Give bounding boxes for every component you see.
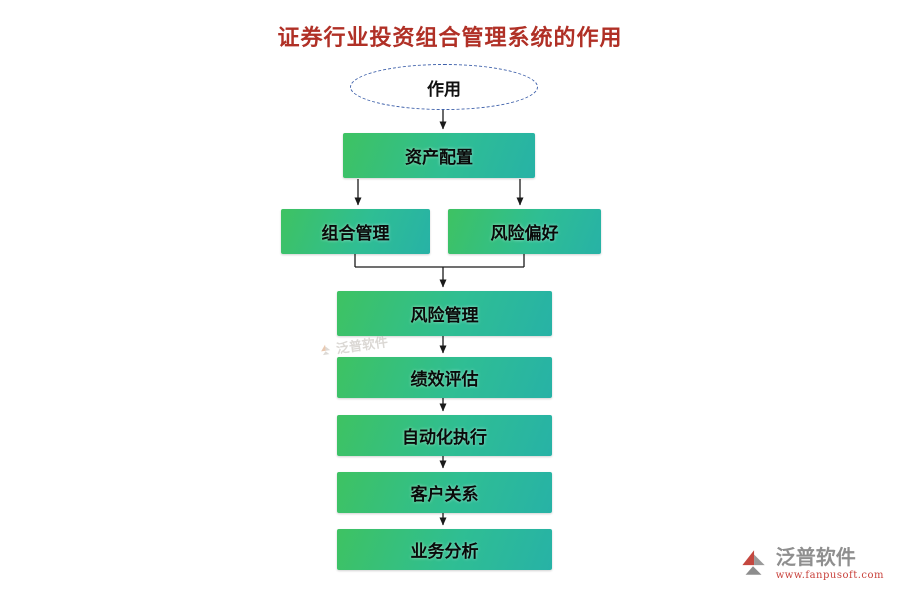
node-automation-label: 自动化执行 — [402, 428, 487, 448]
node-customer-relations: 客户关系 — [337, 472, 552, 513]
node-performance-evaluation-label: 绩效评估 — [410, 370, 479, 390]
node-asset-allocation: 资产配置 — [343, 133, 535, 178]
node-business-analysis: 业务分析 — [337, 529, 552, 570]
node-automation: 自动化执行 — [337, 415, 552, 456]
node-risk-preference-label: 风险偏好 — [490, 224, 559, 244]
footer-brand-name: 泛普软件 — [775, 545, 856, 569]
footer-brand-block: 泛普软件 www.fanpusoft.com — [736, 546, 884, 581]
fanpu-logo-icon — [321, 344, 331, 355]
node-risk-management: 风险管理 — [337, 291, 552, 336]
node-root-label: 作用 — [427, 79, 461, 100]
page-title: 证券行业投资组合管理系统的作用 — [277, 25, 623, 51]
node-portfolio-management-label: 组合管理 — [321, 224, 390, 244]
fanpu-logo-icon — [742, 550, 765, 575]
footer-text: 泛普软件 www.fanpusoft.com — [776, 546, 884, 581]
node-business-analysis-label: 业务分析 — [410, 542, 479, 562]
node-portfolio-management: 组合管理 — [281, 209, 430, 254]
node-root: 作用 — [350, 64, 538, 110]
footer-site-url: www.fanpusoft.com — [775, 570, 884, 581]
node-performance-evaluation: 绩效评估 — [337, 357, 552, 398]
node-asset-allocation-label: 资产配置 — [405, 148, 473, 168]
node-customer-relations-label: 客户关系 — [410, 485, 479, 505]
watermark: 泛普软件 — [317, 331, 389, 360]
node-risk-preference: 风险偏好 — [448, 209, 601, 254]
node-risk-management-label: 风险管理 — [410, 306, 479, 326]
